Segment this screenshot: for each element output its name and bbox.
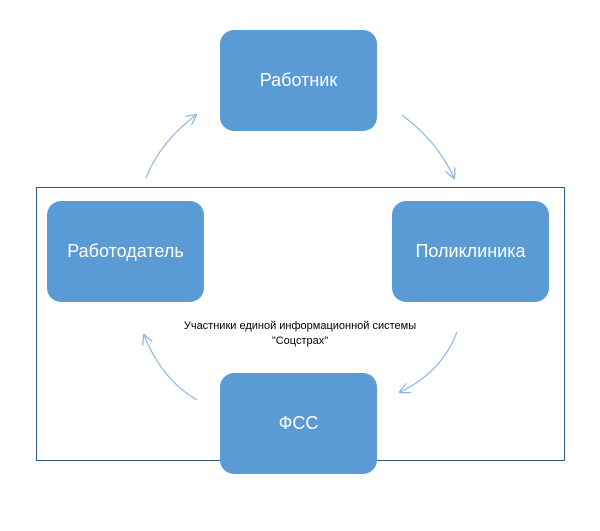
node-clinic: Поликлиника [392,201,549,302]
node-worker-label: Работник [259,70,338,90]
arrow-fss-to-employer [144,335,198,401]
system-caption: Участники единой информационной системы … [140,319,460,349]
node-fss: ФСС [220,373,377,474]
arrow-worker-to-clinic [401,114,454,178]
system-caption-line1: Участники единой информационной системы [183,320,417,332]
node-employer-label: Работодатель [67,241,184,261]
system-caption-line2: "Соцстрах" [271,335,329,347]
arrow-clinic-to-fss [400,331,458,392]
node-fss-label: ФСС [278,413,319,433]
node-employer: Работодатель [47,201,204,302]
node-clinic-label: Поликлиника [415,241,526,261]
arrow-employer-to-worker [145,115,196,179]
node-worker: Работник [220,30,377,131]
